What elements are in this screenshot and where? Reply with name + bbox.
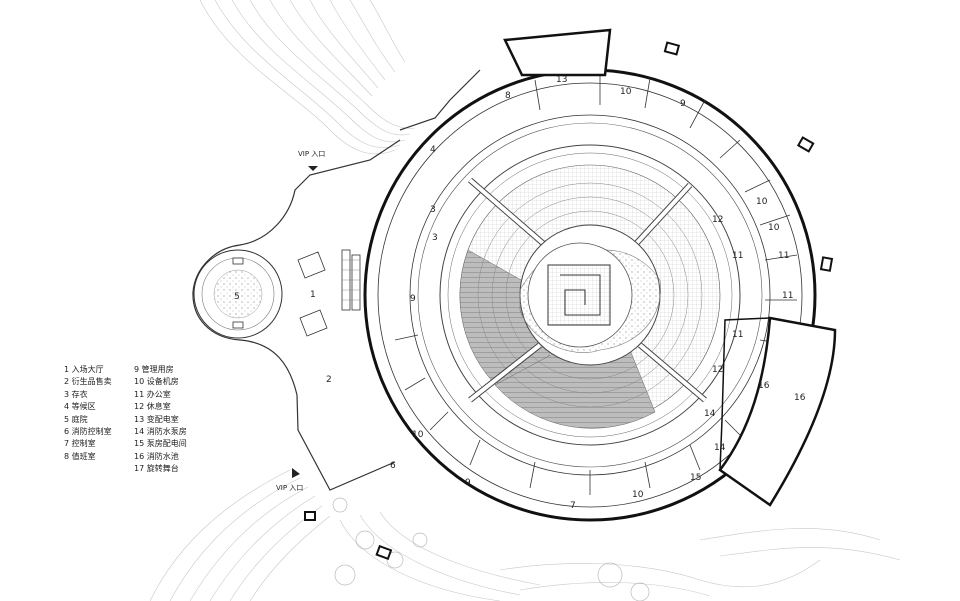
legend-item: 1 入场大厅 bbox=[64, 365, 104, 374]
fire-pool-block bbox=[718, 316, 837, 507]
legend-item: 6 消防控制室 bbox=[64, 427, 112, 437]
room-label-14b: 14 bbox=[704, 409, 716, 419]
room-label-14a: 14 bbox=[714, 443, 726, 453]
legend-item: 15 泵房配电间 bbox=[134, 439, 187, 449]
legend-item: 2 衍生品售卖 bbox=[64, 377, 112, 387]
room-label-3b: 3 bbox=[432, 233, 438, 243]
legend-item: 14 消防水泵房 bbox=[134, 427, 187, 437]
room-label-10e: 10 bbox=[632, 490, 644, 500]
lobby-features bbox=[232, 249, 361, 337]
courtyard-5 bbox=[193, 249, 283, 339]
entrance-arrows bbox=[292, 166, 318, 478]
room-label-15: 15 bbox=[690, 473, 701, 483]
legend-item: 9 管理用房 bbox=[134, 365, 174, 374]
outdoor-columns bbox=[304, 41, 834, 561]
room-labels: 1 2 3 3 4 5 6 7 8 9 9 9 10 10 10 10 10 1… bbox=[234, 75, 806, 511]
legend-item: 7 控制室 bbox=[64, 439, 96, 449]
room-label-16a: 16 bbox=[758, 381, 770, 391]
room-label-7: 7 bbox=[570, 501, 576, 511]
room-label-11a: 11 bbox=[778, 251, 789, 261]
room-label-2: 2 bbox=[326, 375, 332, 385]
entrance-hall-outline bbox=[192, 69, 481, 491]
room-label-13: 13 bbox=[556, 75, 567, 85]
room-label-11c: 11 bbox=[782, 291, 793, 301]
legend-item: 13 变配电室 bbox=[134, 414, 179, 424]
room-label-9b: 9 bbox=[410, 294, 416, 304]
landscape-contours bbox=[149, 0, 901, 601]
room-label-10d: 10 bbox=[412, 430, 424, 440]
room-label-6: 6 bbox=[390, 461, 396, 471]
legend-column-1: 1 入场大厅 2 衍生品售卖 3 存衣 4 等候区 5 庭院 6 消防控制室 7… bbox=[64, 364, 112, 463]
room-label-1: 1 bbox=[310, 290, 316, 300]
room-label-16b: 16 bbox=[794, 393, 806, 403]
room-label-12b: 12 bbox=[712, 365, 723, 375]
legend-item: 5 庭院 bbox=[64, 414, 88, 424]
legend-item: 11 办公室 bbox=[134, 389, 171, 399]
room-label-10a: 10 bbox=[620, 87, 632, 97]
room-legend: 1 入场大厅 2 衍生品售卖 3 存衣 4 等候区 5 庭院 6 消防控制室 7… bbox=[64, 364, 254, 494]
legend-item: 10 设备机房 bbox=[134, 377, 179, 387]
rotating-stage bbox=[519, 224, 661, 366]
vip-entrance-label-top: VIP 入口 bbox=[298, 150, 325, 158]
trees bbox=[332, 497, 650, 601]
room-label-4: 4 bbox=[430, 145, 436, 155]
legend-column-2: 9 管理用房 10 设备机房 11 办公室 12 休息室 13 变配电室 14 … bbox=[134, 364, 187, 476]
room-label-5: 5 bbox=[234, 292, 240, 302]
legend-item: 16 消防水池 bbox=[134, 451, 179, 461]
room-label-3a: 3 bbox=[430, 205, 436, 215]
vip-entrance-label-bottom: VIP 入口 bbox=[276, 484, 303, 492]
room-label-10b: 10 bbox=[756, 197, 768, 207]
substation-block bbox=[503, 28, 612, 77]
room-label-10c: 10 bbox=[768, 223, 780, 233]
room-label-11d: 11 bbox=[732, 330, 743, 340]
room-label-8: 8 bbox=[505, 91, 511, 101]
room-label-9c: 9 bbox=[465, 478, 471, 488]
room-label-9a: 9 bbox=[680, 99, 686, 109]
room-label-12a: 12 bbox=[712, 215, 723, 225]
room-label-11b: 11 bbox=[732, 251, 743, 261]
legend-item: 17 旋转舞台 bbox=[134, 464, 179, 474]
legend-item: 12 休息室 bbox=[134, 402, 171, 412]
legend-item: 8 值班室 bbox=[64, 451, 96, 461]
legend-item: 3 存衣 bbox=[64, 389, 88, 399]
legend-item: 4 等候区 bbox=[64, 402, 96, 412]
